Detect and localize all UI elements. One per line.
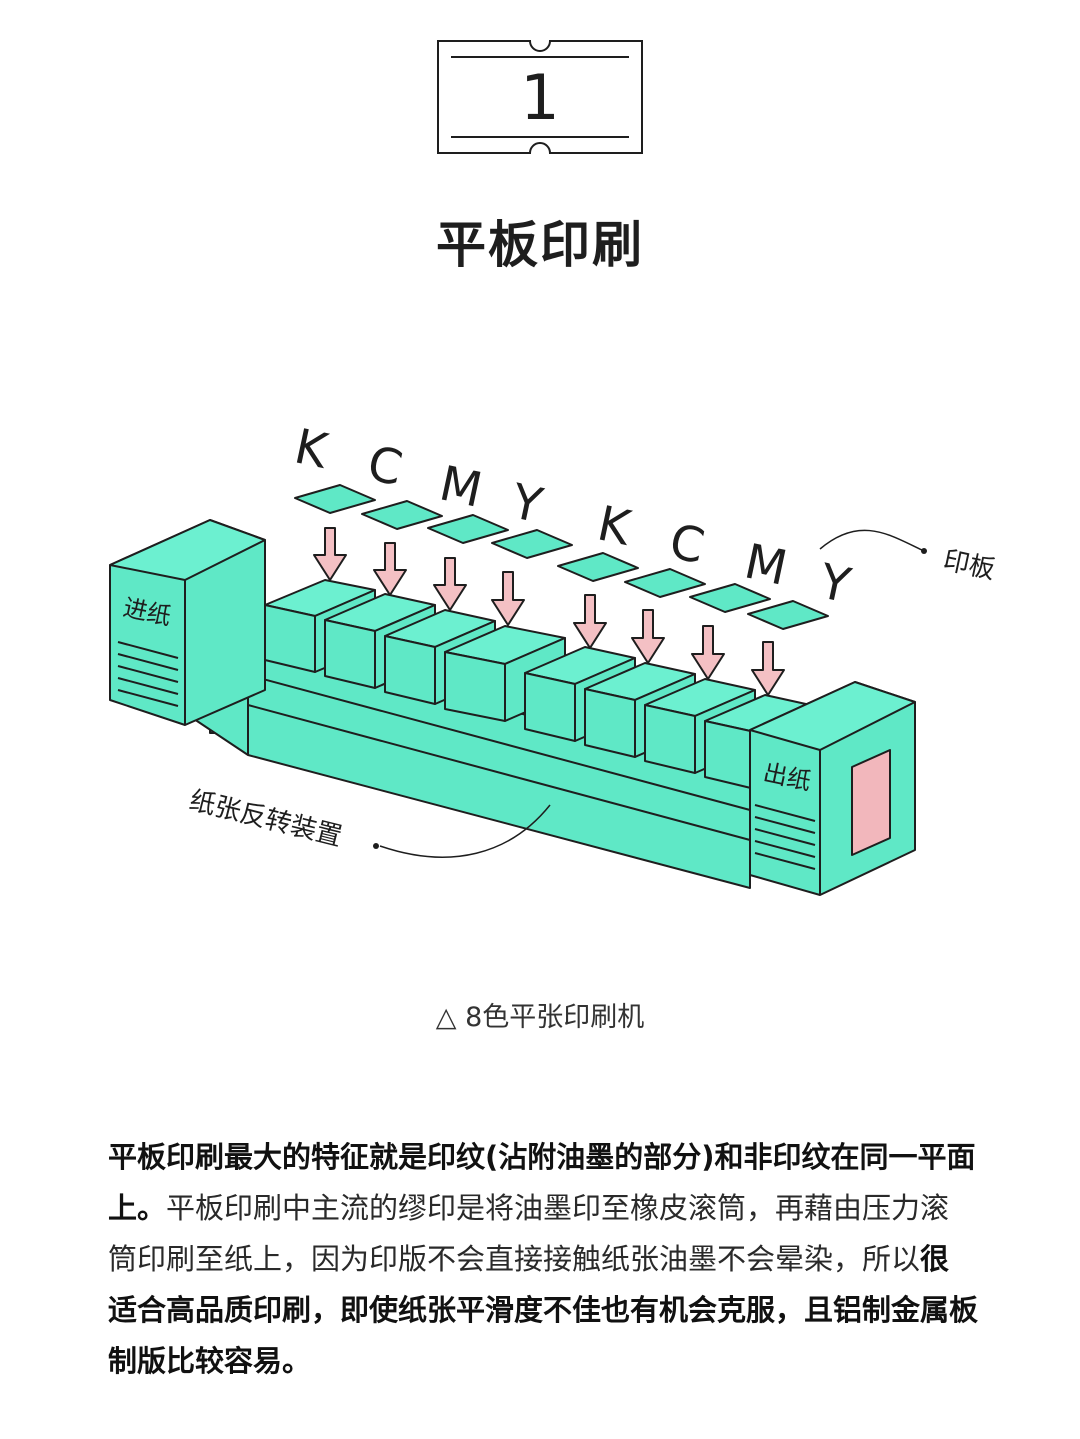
plate-8 xyxy=(747,600,829,630)
plate-letter-1: K xyxy=(290,419,334,481)
plate-4 xyxy=(491,529,573,559)
plate-1 xyxy=(294,484,376,514)
plate-3 xyxy=(427,514,509,544)
body-regular: 平板印刷中主流的缪印是将油墨印至橡皮滚筒，再藉由压力滚筒印刷至纸上，因为印版不会… xyxy=(108,1191,950,1276)
output-window xyxy=(851,749,891,856)
page-title: 平板印刷 xyxy=(436,216,644,274)
plate-letter-7: M xyxy=(740,534,792,597)
plate-letter-8: Y xyxy=(814,553,856,614)
press-illustration: K C M Y K C M Y 印板 进纸 出纸 纸张反转装置 xyxy=(100,410,1020,900)
plate-letter-3: M xyxy=(435,456,487,519)
label-plate: 印板 xyxy=(941,546,998,586)
plate-letter-6: C xyxy=(665,514,709,576)
body-bold-tail: 很适合高品质印刷，即使纸张平滑度不佳也有机会克服，且铝制金属板制版比较容易。 xyxy=(108,1242,979,1378)
plate-6 xyxy=(624,568,706,598)
plate-letter-4: Y xyxy=(506,473,548,534)
ticket-frame-icon xyxy=(437,40,643,154)
plate-letter-2: C xyxy=(363,436,407,498)
section-number: 1 xyxy=(520,60,560,134)
figure-caption: △ 8色平张印刷机 xyxy=(435,1002,645,1033)
plate-5 xyxy=(557,552,639,582)
body-bold-lead: 平板印刷最大的特征就是印纹(沾附油墨的部分)和非印纹在同一平面上。 xyxy=(108,1140,976,1225)
label-sheet-reverser: 纸张反转装置 xyxy=(186,786,345,853)
arrows xyxy=(313,527,785,696)
plate-2 xyxy=(361,500,443,530)
plate-letter-5: K xyxy=(593,496,637,558)
plate-7 xyxy=(689,583,771,613)
section-number-badge: 1 xyxy=(437,40,643,154)
printing-press-diagram: K C M Y K C M Y 印板 进纸 出纸 纸张反转装置 xyxy=(109,419,998,896)
body-paragraph: 平板印刷最大的特征就是印纹(沾附油墨的部分)和非印纹在同一平面上。平板印刷中主流… xyxy=(108,1132,978,1387)
